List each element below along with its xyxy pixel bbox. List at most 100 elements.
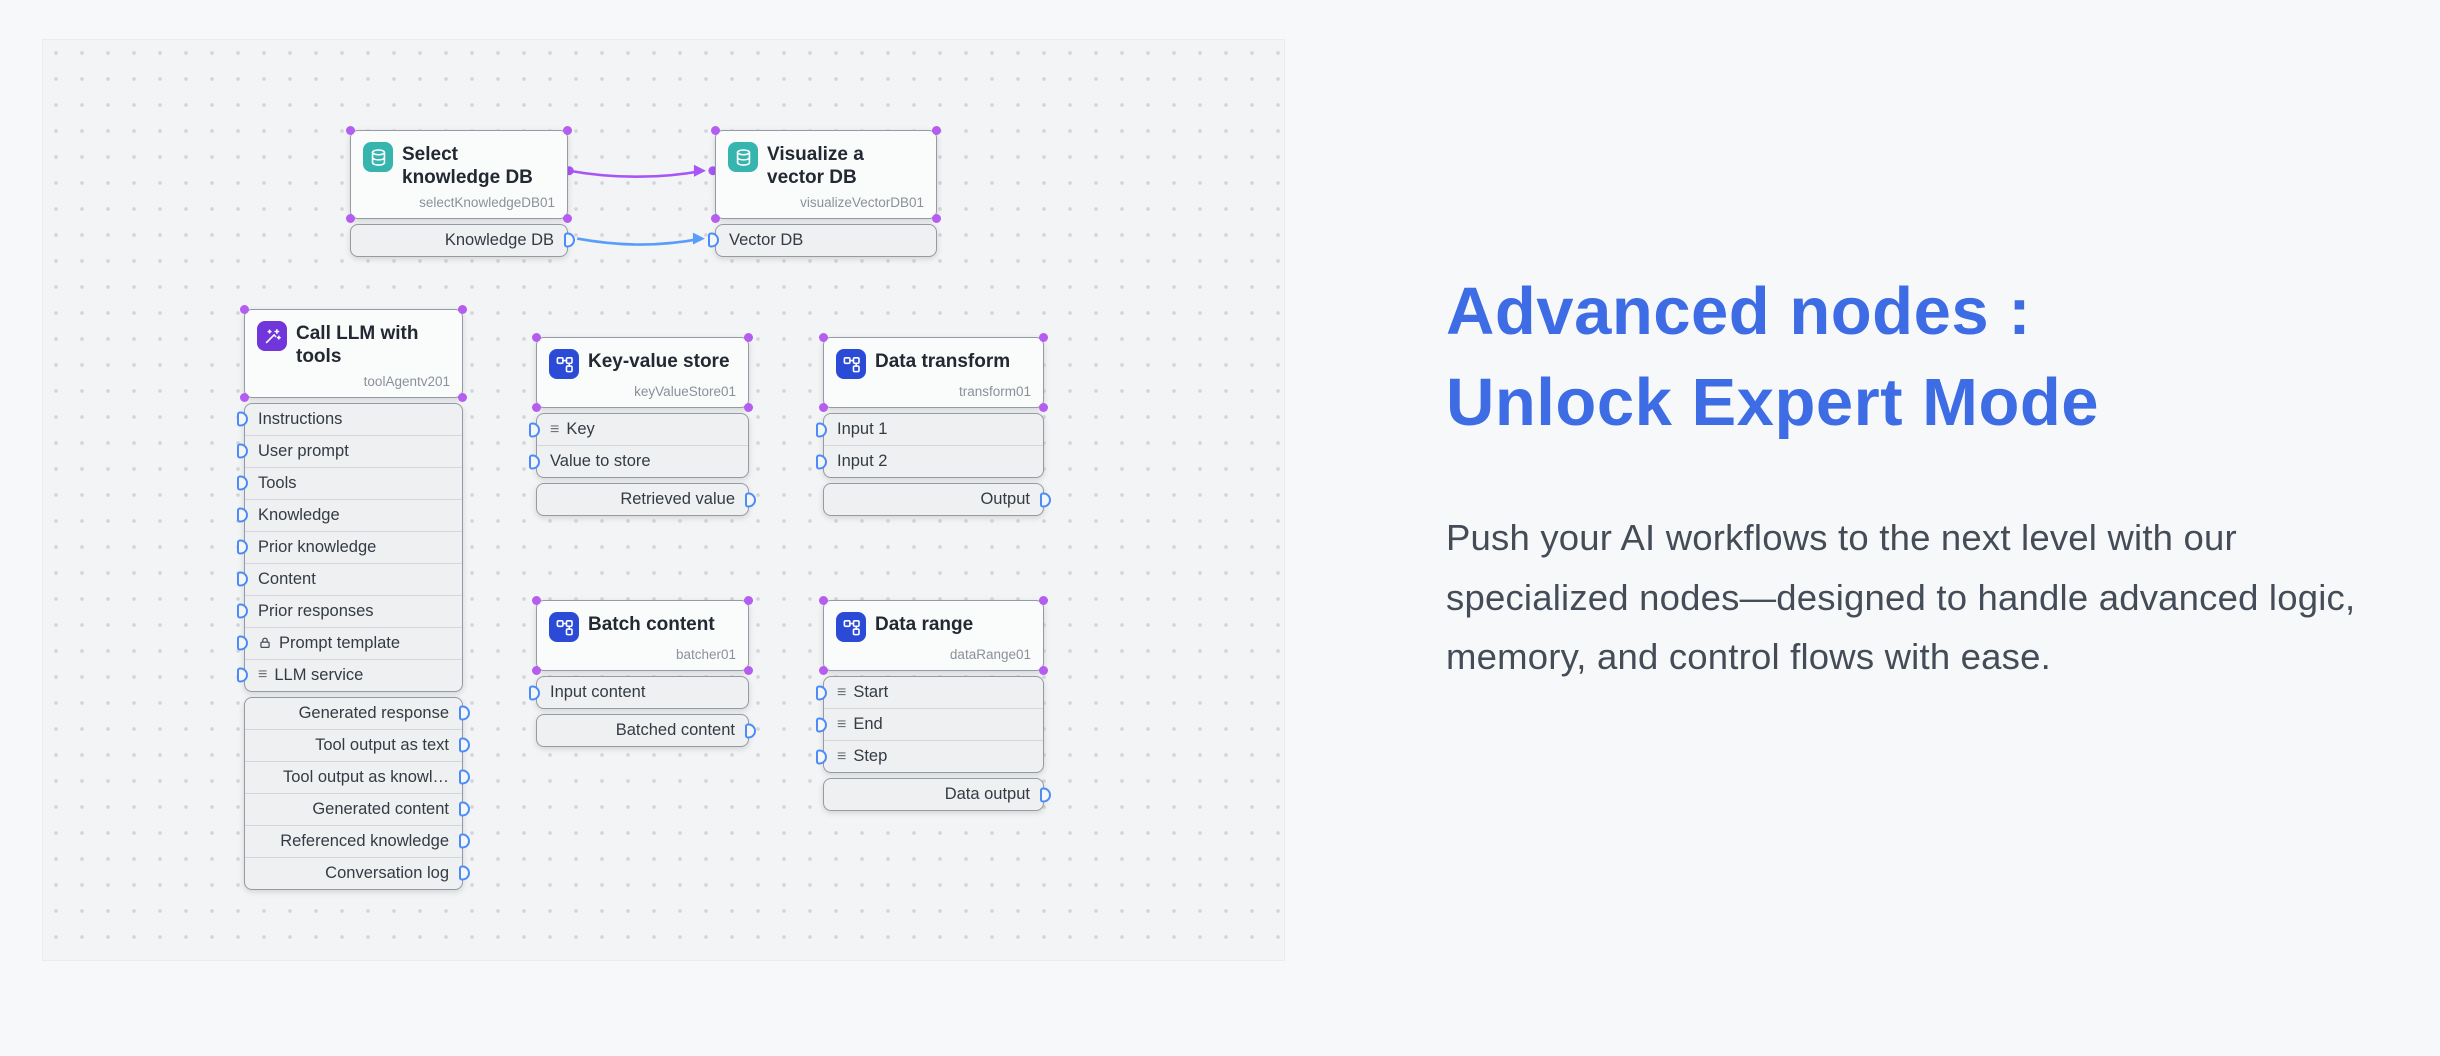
selection-handle-icon[interactable] (819, 403, 828, 412)
selection-handle-icon[interactable] (819, 596, 828, 605)
selection-handle-icon[interactable] (744, 403, 753, 412)
output-port-icon[interactable] (745, 723, 756, 738)
output-port-icon[interactable] (1040, 492, 1051, 507)
output-port-icon[interactable] (459, 705, 470, 721)
input-row[interactable]: ≡LLM service (237, 658, 462, 691)
input-row[interactable]: ≡Step (816, 740, 1043, 772)
input-row[interactable]: Prior knowledge (237, 530, 462, 563)
output-row[interactable]: Knowledge DB (351, 225, 575, 256)
input-row[interactable]: ≡Key (529, 414, 748, 445)
output-port-icon[interactable] (459, 833, 470, 849)
output-port-icon[interactable] (459, 737, 470, 753)
output-port-icon[interactable] (459, 801, 470, 817)
selection-handle-icon[interactable] (744, 666, 753, 675)
output-row[interactable]: Data output (824, 779, 1051, 810)
input-port-icon[interactable] (237, 507, 248, 523)
input-port-icon[interactable] (529, 454, 540, 469)
input-row[interactable]: Input content (529, 677, 748, 708)
output-port-icon[interactable] (459, 865, 470, 881)
input-port-icon[interactable] (237, 539, 248, 555)
output-port-icon[interactable] (459, 769, 470, 785)
input-port-icon[interactable] (816, 749, 827, 764)
output-row[interactable]: Retrieved value (537, 484, 756, 515)
edge-knowledge-to-vector[interactable] (576, 232, 705, 246)
output-row[interactable]: Batched content (537, 715, 756, 746)
output-row[interactable]: Referenced knowledge (245, 824, 470, 857)
selection-handle-icon[interactable] (1039, 403, 1048, 412)
output-row[interactable]: Tool output as knowl… (245, 760, 470, 793)
selection-handle-icon[interactable] (240, 305, 249, 314)
input-port-icon[interactable] (816, 454, 827, 469)
selection-handle-icon[interactable] (532, 403, 541, 412)
selection-handle-icon[interactable] (563, 126, 572, 135)
output-port-icon[interactable] (1040, 787, 1051, 802)
selection-handle-icon[interactable] (458, 392, 467, 402)
input-port-icon[interactable] (237, 635, 248, 651)
selection-handle-icon[interactable] (744, 596, 753, 605)
input-port-icon[interactable] (237, 443, 248, 459)
edge-select-to-visualize[interactable] (564, 164, 718, 178)
input-port-icon[interactable] (237, 411, 248, 427)
output-row[interactable]: Generated response (245, 698, 470, 729)
input-port-icon[interactable] (529, 422, 540, 437)
input-port-icon[interactable] (816, 717, 827, 732)
selection-handle-icon[interactable] (532, 333, 541, 342)
input-port-icon[interactable] (237, 571, 248, 587)
input-port-icon[interactable] (237, 603, 248, 619)
selection-handle-icon[interactable] (240, 392, 249, 402)
selection-handle-icon[interactable] (532, 666, 541, 675)
input-port-icon[interactable] (816, 422, 827, 437)
selection-handle-icon[interactable] (1039, 666, 1048, 675)
selection-handle-icon[interactable] (346, 213, 355, 223)
input-row[interactable]: Content (237, 562, 462, 595)
input-port-icon[interactable] (237, 667, 248, 683)
input-port-icon[interactable] (816, 685, 827, 700)
input-port-icon[interactable] (529, 685, 540, 700)
output-row[interactable]: Generated content (245, 792, 470, 825)
input-row[interactable]: Instructions (237, 404, 462, 435)
output-row[interactable]: Tool output as text (245, 728, 470, 761)
output-row[interactable]: Output (824, 484, 1051, 515)
input-row[interactable]: ≡Start (816, 677, 1043, 708)
selection-handle-icon[interactable] (819, 666, 828, 675)
selection-handle-icon[interactable] (711, 126, 720, 135)
input-row[interactable]: Knowledge (237, 498, 462, 531)
input-row[interactable]: Vector DB (708, 225, 936, 256)
selection-handle-icon[interactable] (346, 126, 355, 135)
input-row[interactable]: Prior responses (237, 594, 462, 627)
selection-handle-icon[interactable] (932, 213, 941, 223)
input-row[interactable]: Input 2 (816, 445, 1043, 477)
output-port-icon[interactable] (564, 232, 575, 248)
input-row[interactable]: ≡End (816, 708, 1043, 740)
input-port-icon[interactable] (237, 475, 248, 491)
selection-handle-icon[interactable] (1039, 596, 1048, 605)
selection-handle-icon[interactable] (932, 126, 941, 135)
input-row[interactable]: Tools (237, 466, 462, 499)
selection-handle-icon[interactable] (711, 213, 720, 223)
selection-handle-icon[interactable] (532, 596, 541, 605)
output-port-icon[interactable] (745, 492, 756, 507)
input-port-icon[interactable] (708, 232, 719, 248)
selection-handle-icon[interactable] (1039, 333, 1048, 342)
selection-handle-icon[interactable] (563, 213, 572, 223)
selection-handle-icon[interactable] (744, 333, 753, 342)
input-row[interactable]: Prompt template (237, 626, 462, 659)
input-row[interactable]: User prompt (237, 434, 462, 467)
selection-handle-icon[interactable] (819, 333, 828, 342)
input-row[interactable]: Input 1 (816, 414, 1043, 445)
selection-handle-icon[interactable] (458, 305, 467, 314)
